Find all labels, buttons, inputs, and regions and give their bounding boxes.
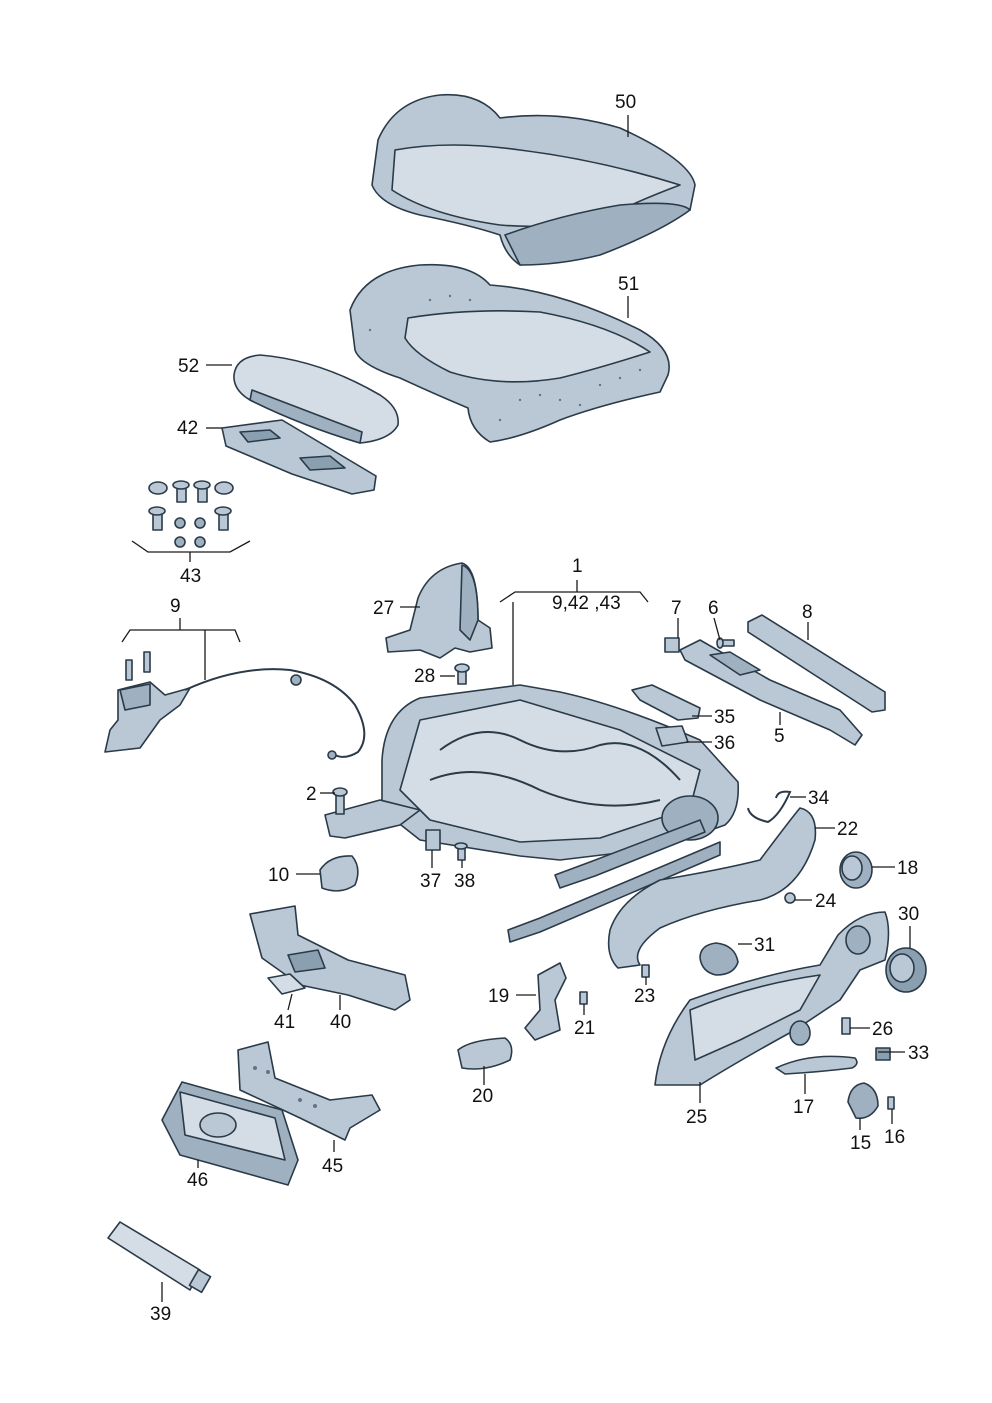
- callout-31: 31: [754, 935, 775, 956]
- part-1-seat-frame: [324, 684, 740, 943]
- part-7-clip: [664, 637, 680, 653]
- callout-30: 30: [898, 904, 919, 925]
- callout-21: 21: [574, 1018, 595, 1039]
- callout-1: 1: [572, 556, 583, 577]
- part-28-screw: [454, 663, 470, 685]
- callout-6: 6: [708, 598, 719, 619]
- callout-37: 37: [420, 871, 441, 892]
- part-33-clip: [875, 1047, 891, 1061]
- callout-50: 50: [615, 92, 636, 113]
- part-22-frame-trim: [607, 807, 817, 969]
- part-26-screw: [841, 1017, 851, 1035]
- part-41-switch: [267, 973, 306, 995]
- callout-18: 18: [897, 858, 918, 879]
- callout-51: 51: [618, 274, 639, 295]
- callout-8: 8: [802, 602, 813, 623]
- part-21-screw: [579, 991, 588, 1005]
- callout-34: 34: [808, 788, 830, 809]
- callout-25: 25: [686, 1107, 707, 1128]
- part-40-front-trim: [249, 905, 411, 1011]
- part-8-rail-cover: [747, 614, 886, 713]
- callout-27: 27: [373, 598, 394, 619]
- part-50-seat-cover: [371, 93, 696, 266]
- part-39-grease-tube: [107, 1221, 212, 1294]
- callout-38: 38: [454, 871, 475, 892]
- part-36-switch: [655, 725, 689, 747]
- part-42-support-plate: [221, 419, 377, 495]
- part-17-trim: [775, 1055, 858, 1075]
- callout-9: 9: [170, 596, 181, 617]
- part-30-knob: [885, 947, 927, 993]
- callout-15: 15: [850, 1133, 871, 1154]
- part-24-clip: [784, 892, 796, 904]
- part-31-motor: [699, 942, 739, 976]
- part-43-fastener-set: [148, 480, 234, 548]
- part-16-screw: [887, 1096, 895, 1110]
- callout-7: 7: [671, 598, 682, 619]
- part-52-front-cushion: [233, 354, 399, 444]
- callout-20: 20: [472, 1086, 493, 1107]
- part-15-housing: [847, 1082, 879, 1120]
- callout-10: 10: [268, 865, 289, 886]
- callout-33: 33: [908, 1043, 929, 1064]
- part-23-screw: [641, 964, 650, 978]
- callout-39: 39: [150, 1304, 171, 1325]
- callout-2: 2: [306, 784, 317, 805]
- callout-labels: 50 51 52 42 43 9 1 9,42 ,43 27 28 7 6 8 …: [150, 92, 929, 1325]
- callout-26: 26: [872, 1019, 893, 1040]
- callout-42: 42: [177, 418, 198, 439]
- callout-24: 24: [815, 891, 837, 912]
- part-25-side-panel: [654, 911, 890, 1086]
- leader-lines: [161, 115, 911, 1302]
- callout-40: 40: [330, 1012, 351, 1033]
- part-20-trim-cap: [457, 1037, 513, 1070]
- part-35-bracket: [631, 684, 701, 721]
- callout-43: 43: [180, 566, 201, 587]
- part-38-screw: [454, 842, 468, 861]
- callout-17: 17: [793, 1097, 814, 1118]
- part-34-wire-harness: [747, 790, 792, 824]
- part-6-screw: [716, 637, 735, 649]
- callout-5: 5: [774, 726, 785, 747]
- callout-46: 46: [187, 1170, 208, 1191]
- part-19-bracket: [524, 962, 567, 1041]
- callout-41: 41: [274, 1012, 295, 1033]
- part-2-screw: [332, 787, 348, 815]
- callout-45: 45: [322, 1156, 343, 1177]
- part-37-clip: [425, 829, 441, 851]
- callout-36: 36: [714, 733, 735, 754]
- callout-35: 35: [714, 707, 735, 728]
- part-9-release-cable-assembly: [104, 651, 366, 760]
- part-51-foam-pad: [349, 263, 670, 443]
- part-18-knob: [839, 851, 873, 889]
- callout-1-includes: 9,42 ,43: [552, 593, 621, 614]
- part-27-side-cover: [385, 562, 493, 659]
- callout-19: 19: [488, 986, 509, 1007]
- part-5-rail-trim: [679, 639, 863, 746]
- part-10-trim-cap: [319, 855, 359, 892]
- callout-52: 52: [178, 356, 199, 377]
- callout-28: 28: [414, 666, 435, 687]
- callout-16: 16: [884, 1127, 905, 1148]
- callout-23: 23: [634, 986, 655, 1007]
- part-46-storage-drawer: [161, 1081, 299, 1186]
- callout-22: 22: [837, 819, 858, 840]
